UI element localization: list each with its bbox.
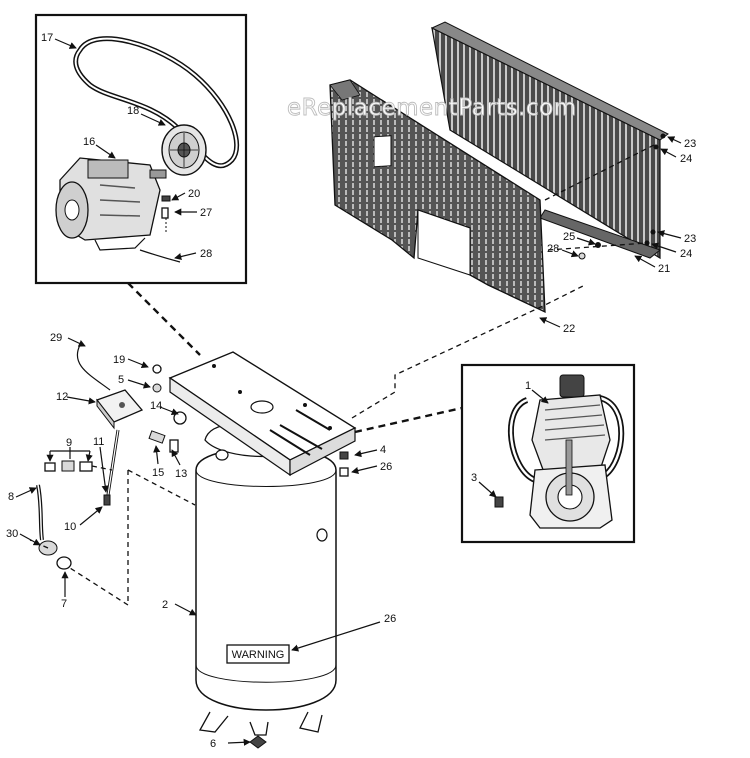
callout-18: 18 <box>127 105 139 117</box>
safety-fittings <box>148 364 349 477</box>
callout-16: 16 <box>83 136 95 148</box>
switch-cord <box>76 344 111 391</box>
motor-cord <box>139 249 181 263</box>
drain-petcock <box>249 735 267 749</box>
air-tank <box>195 446 337 736</box>
guard-connector <box>351 284 586 419</box>
callout-14: 14 <box>150 400 162 412</box>
callout-26b: 28 <box>547 243 559 255</box>
callout-12: 12 <box>56 391 68 403</box>
hardware-screws <box>578 133 666 260</box>
warning-decal <box>226 644 290 664</box>
callout-1: 1 <box>525 380 531 392</box>
tank-saddle-platform <box>168 351 357 477</box>
callout-5: 5 <box>118 374 124 386</box>
callout-8: 8 <box>8 491 14 503</box>
callout-15: 15 <box>152 467 164 479</box>
callout-24a: 24 <box>680 153 692 165</box>
callout-13: 13 <box>175 468 187 480</box>
tank-valves <box>38 540 72 570</box>
callout-28b: 29 <box>50 332 62 344</box>
warning-decal-text: WARNING <box>232 649 285 661</box>
callout-3: 3 <box>471 472 477 484</box>
pump-connector <box>354 406 463 434</box>
motor-pulley <box>161 124 207 176</box>
leader-arrows <box>15 38 682 746</box>
callout-20: 20 <box>188 188 200 200</box>
callout-23a: 23 <box>684 138 696 150</box>
callout-labels: 17 18 16 20 27 28 23 24 23 24 21 25 28 2… <box>6 32 696 750</box>
motor-inset-frame <box>34 13 248 285</box>
callout-17: 17 <box>41 32 53 44</box>
callout-30: 30 <box>6 528 18 540</box>
callout-4: 4 <box>380 444 386 456</box>
callout-21: 21 <box>658 263 670 275</box>
motor-connector <box>127 282 201 356</box>
callout-26a: 27 <box>200 207 212 219</box>
callout-10: 10 <box>64 521 76 533</box>
air-compressor-pump <box>508 374 625 529</box>
callout-24b: 24 <box>680 248 692 260</box>
callout-19: 19 <box>113 354 125 366</box>
guard-vent-window <box>373 135 392 168</box>
pump-bolt <box>494 496 504 508</box>
callout-25: 25 <box>563 231 575 243</box>
callout-2: 2 <box>162 599 168 611</box>
watermark-text: eReplacementParts.com <box>287 95 577 121</box>
unloader-tube <box>103 429 120 506</box>
callout-23b: 23 <box>684 233 696 245</box>
belt-guard-back <box>430 21 669 260</box>
pressure-switch <box>95 389 144 430</box>
callout-28a: 28 <box>200 248 212 260</box>
callout-11: 11 <box>93 436 104 448</box>
drive-belt <box>73 36 240 169</box>
pump-inset-frame <box>460 363 636 544</box>
callout-29: 26 <box>384 613 396 625</box>
belt-guard-front <box>329 79 546 314</box>
callout-27: 26 <box>380 461 392 473</box>
check-valve-fittings <box>44 460 93 472</box>
key-and-setscrew <box>161 195 171 232</box>
electric-motor <box>55 157 167 251</box>
callout-22: 22 <box>563 323 575 335</box>
callout-6: 6 <box>210 738 216 750</box>
callout-9: 9 <box>66 437 72 449</box>
callout-7: 7 <box>61 598 67 610</box>
discharge-tube <box>36 484 44 541</box>
